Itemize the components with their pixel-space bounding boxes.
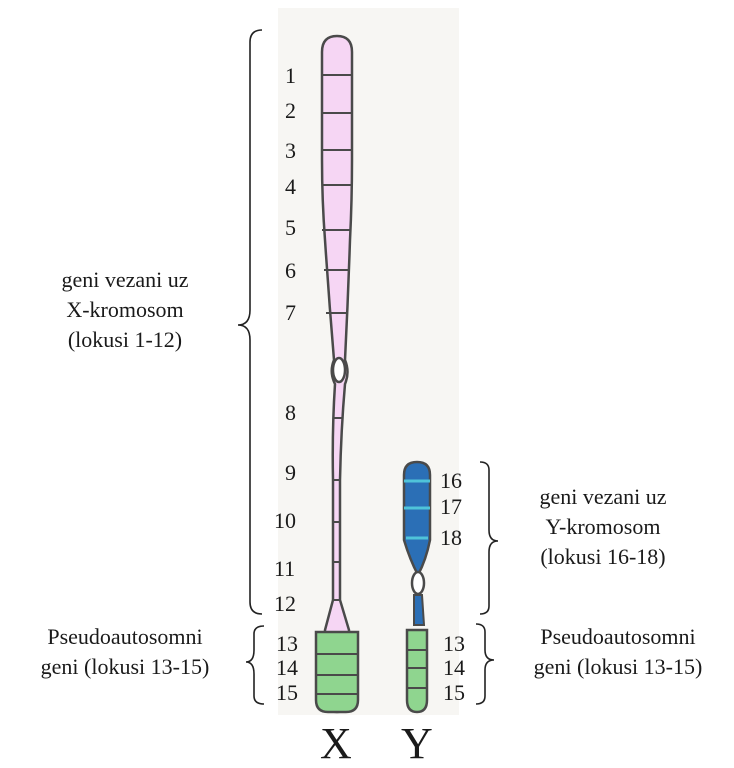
x-locus-label: 15 [276,680,298,705]
annotation-line: Y-kromosom [545,514,661,539]
y-pseudo-bracket [475,623,495,705]
y-lower-arm [413,594,426,626]
brackets [237,29,499,705]
annotation-line: (lokusi 1-12) [67,327,183,352]
x-locus-label: 11 [274,556,296,581]
x-centromere [331,356,347,384]
x-locus-label: 12 [274,591,296,616]
x-chromosome [314,34,360,714]
annotation-line: geni (lokusi 13-15) [533,654,703,679]
x-pseudoautosomal-region [314,630,360,714]
y-chromosome-body [402,460,432,578]
y-pseudoautosomal-region [405,628,429,714]
x-locus-label: 6 [285,258,296,283]
annotation-line: geni (lokusi 13-15) [40,654,210,679]
x-locus-label: 1 [285,63,296,88]
x-pseudoautosomal-label: Pseudoautosomni geni (lokusi 13-15) [5,622,245,682]
y-locus-label: 13 [443,631,465,656]
y-locus-label: 18 [440,525,462,550]
annotation-line: Pseudoautosomni [47,624,203,649]
x-locus-label: 9 [285,460,296,485]
y-locus-label: 17 [440,494,462,519]
x-locus-label: 5 [285,215,296,240]
x-locus-label: 2 [285,98,296,123]
x-linked-bracket [237,29,263,615]
annotation-line: geni vezani uz [539,484,667,509]
y-linked-bracket [479,461,499,615]
x-locus-label: 8 [285,400,296,425]
x-locus-label: 10 [274,508,296,533]
x-locus-label: 13 [276,631,298,656]
x-pseudo-bracket [245,625,265,705]
annotation-line: geni vezani uz [61,267,189,292]
annotation-line: X-kromosom [66,297,184,322]
y-linked-genes-label: geni vezani uz Y-kromosom (lokusi 16-18) [498,482,708,572]
y-chromosome [402,460,432,714]
x-locus-label: 3 [285,138,296,163]
annotation-line: Pseudoautosomni [540,624,696,649]
x-linked-genes-label: geni vezani uz X-kromosom (lokusi 1-12) [15,265,235,355]
annotation-line: (lokusi 16-18) [540,544,666,569]
x-locus-label: 4 [285,174,296,199]
x-locus-label: 14 [276,655,298,680]
x-locus-label: 7 [285,300,296,325]
y-centromere [410,570,426,596]
y-locus-label: 16 [440,468,462,493]
y-locus-label: 15 [443,680,465,705]
y-locus-label: 14 [443,655,465,680]
x-bands [316,74,358,695]
y-bands [404,479,430,689]
x-chromosome-label: X [320,719,352,768]
y-chromosome-label: Y [401,719,433,768]
y-pseudoautosomal-label: Pseudoautosomni geni (lokusi 13-15) [505,622,731,682]
background-panel [278,8,459,715]
